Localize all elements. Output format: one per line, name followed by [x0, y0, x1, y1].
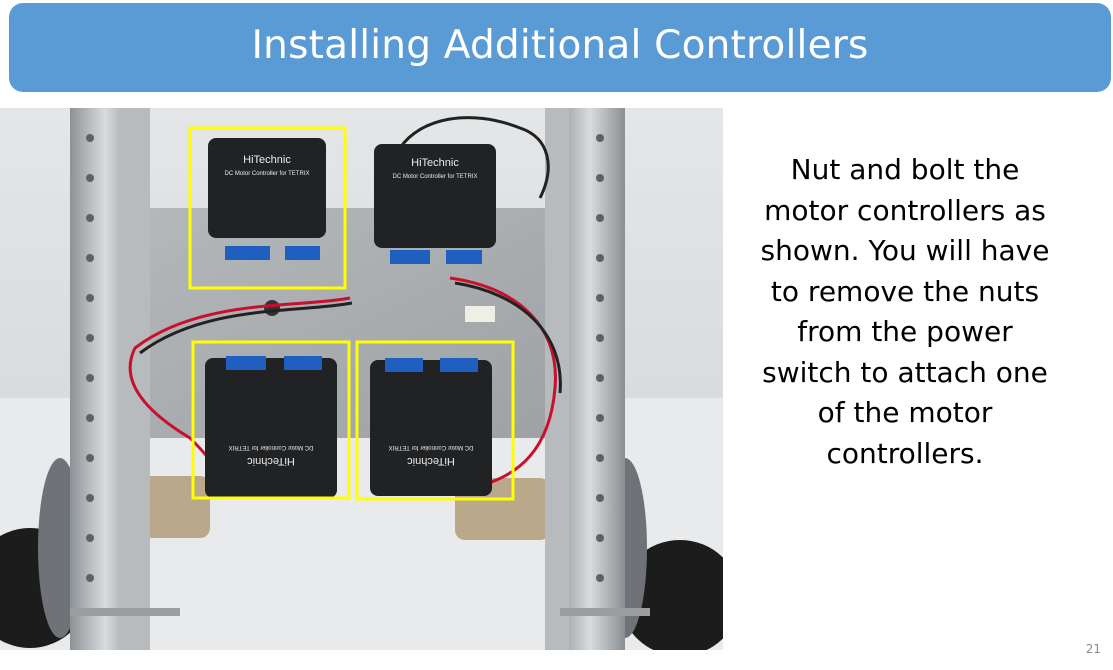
highlight-box-bottom-right: [355, 340, 515, 501]
motor-controller-bottom-left: HiTechnic DC Motor Controller for TETRIX: [205, 356, 337, 498]
robot-photo: HiTechnic DC Motor Controller for TETRIX…: [0, 108, 723, 650]
motor-controller-bottom-right: HiTechnic DC Motor Controller for TETRIX: [370, 358, 492, 496]
motor-controller-top-right: HiTechnic DC Motor Controller for TETRIX: [374, 144, 496, 264]
page-number: 21: [1085, 642, 1101, 656]
slide-body-text: Nut and bolt the motor controllers as sh…: [760, 153, 1050, 470]
controller-brand-label: HiTechnic: [243, 154, 291, 166]
controller-subtitle-label: DC Motor Controller for TETRIX: [389, 444, 474, 450]
highlight-box-top-left: [188, 126, 347, 290]
motor-controller-top-left: HiTechnic DC Motor Controller for TETRIX: [208, 138, 326, 260]
rail-left: [70, 108, 150, 650]
highlight-box-bottom-left: [191, 340, 351, 500]
title-bar: Installing Additional Controllers: [9, 3, 1111, 92]
slide-title: Installing Additional Controllers: [251, 23, 869, 68]
controller-subtitle-label: DC Motor Controller for TETRIX: [393, 174, 478, 180]
controller-brand-label: HiTechnic: [247, 455, 295, 467]
controller-subtitle-label: DC Motor Controller for TETRIX: [225, 171, 310, 177]
rail-right: [545, 108, 625, 650]
controller-brand-label: HiTechnic: [411, 157, 459, 169]
controller-brand-label: HiTechnic: [407, 455, 455, 467]
robot-photo-illustration: HiTechnic DC Motor Controller for TETRIX…: [0, 108, 723, 650]
controller-subtitle-label: DC Motor Controller for TETRIX: [229, 444, 314, 450]
